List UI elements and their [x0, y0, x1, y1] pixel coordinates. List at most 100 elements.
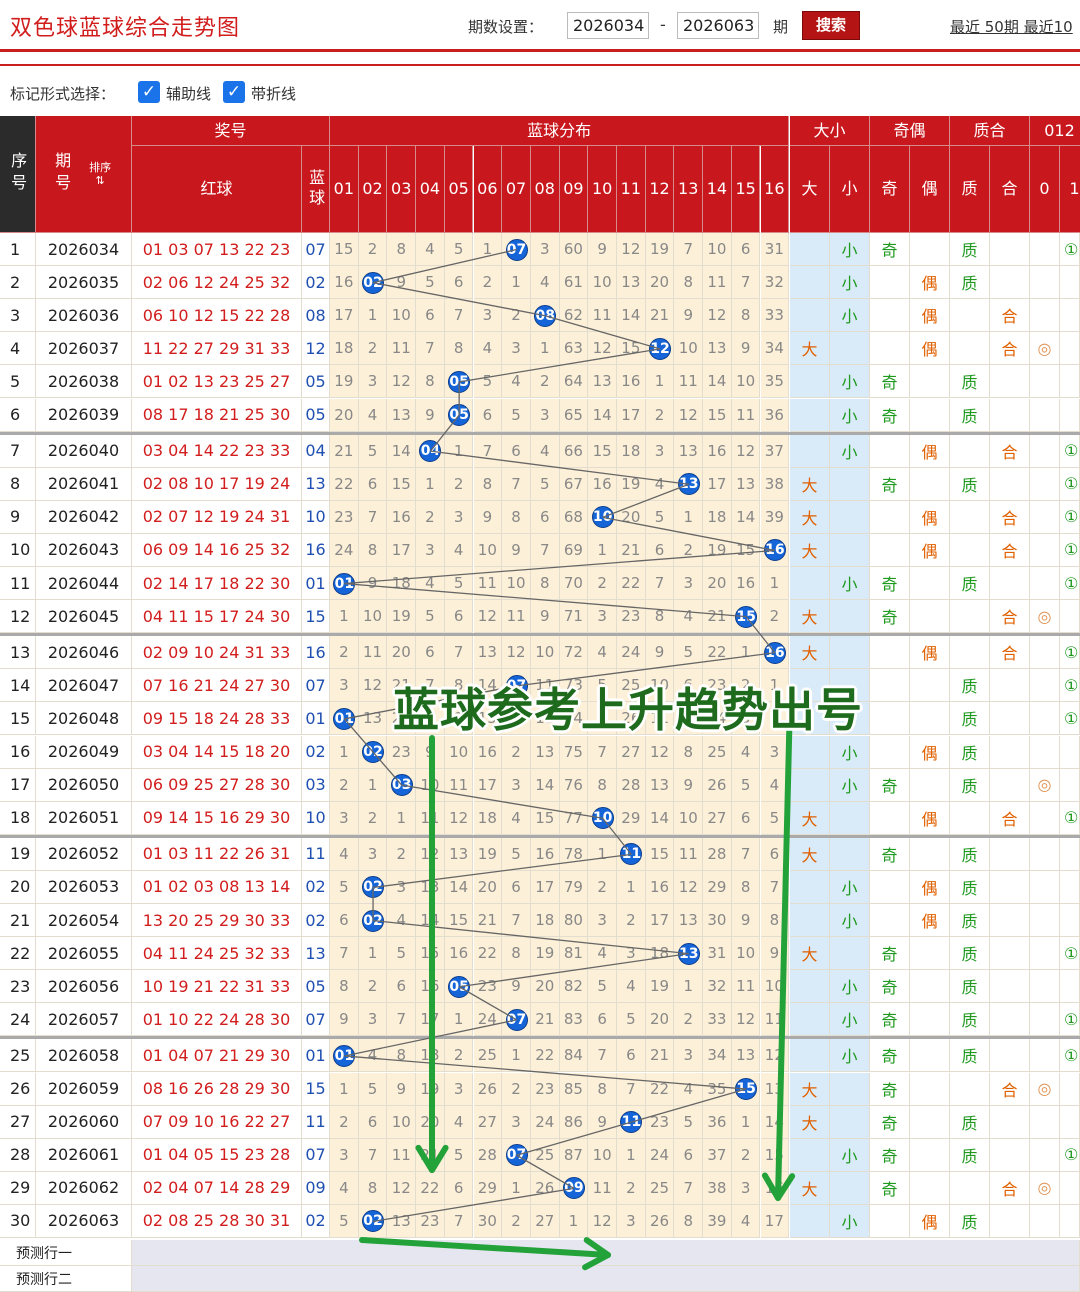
- dist-cell: 6: [444, 600, 474, 634]
- fold-line-checkbox[interactable]: ✓: [223, 81, 245, 103]
- row-blue-ball: 10: [302, 500, 330, 534]
- he-cell: [990, 904, 1030, 938]
- dist-cell: 14: [473, 669, 503, 703]
- dist-cell: 3: [674, 1039, 704, 1073]
- dist-cell: 8: [387, 1039, 417, 1073]
- dist-cell: 33: [703, 1003, 732, 1037]
- dist-cell: 3: [530, 233, 560, 267]
- dist-cell: 3: [330, 1138, 359, 1172]
- odd-cell: [870, 702, 910, 736]
- search-button[interactable]: 搜索: [802, 11, 860, 40]
- dist-cell: 3: [502, 332, 531, 366]
- dist-cell: 3: [731, 702, 761, 736]
- dist-cell: 18: [703, 500, 732, 534]
- dist-cell: 25: [703, 735, 732, 769]
- row-red-balls: 01 02 13 23 25 27: [132, 365, 302, 399]
- dist-cell: 34: [703, 1039, 732, 1073]
- dist-cell: 6: [502, 870, 531, 904]
- dist-cell: 10: [473, 533, 503, 567]
- period-from-input[interactable]: [567, 12, 649, 39]
- dist-cell: 17: [645, 904, 675, 938]
- he-cell: 合: [990, 434, 1030, 468]
- small-cell: [830, 837, 870, 871]
- he-cell: [990, 266, 1030, 300]
- even-cell: 偶: [910, 266, 950, 300]
- dist-cell: 7: [588, 1039, 617, 1073]
- period-to-input[interactable]: [677, 12, 759, 39]
- big-cell: [790, 567, 830, 601]
- odd-cell: 奇: [870, 937, 910, 971]
- zhi-cell: 质: [950, 702, 990, 736]
- dist-cell: 1: [559, 1204, 589, 1238]
- dist-cell: 10: [703, 233, 732, 267]
- dist-cell: 2: [358, 970, 388, 1004]
- row-seq: 27: [0, 1105, 36, 1139]
- blue-ball-marker: 10: [591, 506, 614, 529]
- row-red-balls: 01 03 11 22 26 31: [132, 837, 302, 871]
- dist-cell: 8: [588, 768, 617, 802]
- dist-cell: 15: [444, 904, 474, 938]
- row-blue-ball: 02: [302, 735, 330, 769]
- small-cell: 小: [830, 434, 870, 468]
- dist-cell: 1: [473, 233, 503, 267]
- row-blue-ball: 07: [302, 1003, 330, 1037]
- road0-cell: ◎: [1030, 1171, 1060, 1205]
- dist-cell: 20: [330, 398, 359, 432]
- dist-cell: 5: [330, 870, 359, 904]
- trend-line: [343, 718, 374, 753]
- dist-cell: 8: [645, 600, 675, 634]
- dist-cell: 2: [645, 398, 675, 432]
- dist-cell: 14: [703, 365, 732, 399]
- odd-cell: 奇: [870, 600, 910, 634]
- dist-cell: 25: [617, 669, 646, 703]
- road0-cell: [1030, 467, 1060, 501]
- row-blue-ball: 05: [302, 365, 330, 399]
- aux-line-checkbox[interactable]: ✓: [138, 81, 160, 103]
- row-period: 2026055: [36, 937, 132, 971]
- dist-cell: 9: [645, 636, 675, 670]
- dist-cell: 12: [674, 870, 704, 904]
- dist-cell: 2: [674, 1003, 704, 1037]
- odd-cell: 奇: [870, 1072, 910, 1106]
- dist-cell: 11: [674, 837, 704, 871]
- he-cell: [990, 669, 1030, 703]
- dist-cell: 6: [416, 636, 445, 670]
- dist-cell: 7: [387, 1003, 417, 1037]
- row-blue-ball: 02: [302, 266, 330, 300]
- big-cell: [790, 299, 830, 333]
- dist-cell: 3: [502, 1105, 531, 1139]
- he-cell: [990, 735, 1030, 769]
- dist-cell: 15: [588, 434, 617, 468]
- dist-cell: 2: [588, 567, 617, 601]
- blue-ball-marker: 02: [362, 1210, 385, 1233]
- dist-cell: 4: [358, 1039, 388, 1073]
- even-cell: [910, 365, 950, 399]
- zhi-cell: [950, 533, 990, 567]
- sort-button[interactable]: 排序 ⇅: [89, 160, 112, 187]
- dist-cell: 6: [674, 669, 704, 703]
- recent-periods-link[interactable]: 最近 50期 最近10: [950, 18, 1073, 36]
- dist-cell: 1: [387, 801, 417, 835]
- period-setting-label: 期数设置：: [468, 18, 544, 36]
- dist-cell: 29: [703, 870, 732, 904]
- dist-cell: 28: [473, 1138, 503, 1172]
- row-period: 2026036: [36, 299, 132, 333]
- dist-cell: 29: [473, 1171, 503, 1205]
- dist-cell: 16: [703, 434, 732, 468]
- dist-cell: 18: [473, 801, 503, 835]
- dist-cell: 23: [617, 600, 646, 634]
- small-cell: 小: [830, 1204, 870, 1238]
- dist-cell: 12: [703, 299, 732, 333]
- dist-cell: 8: [416, 365, 445, 399]
- zhi-cell: 质: [950, 1003, 990, 1037]
- dist-cell: 66: [559, 434, 589, 468]
- dist-cell: 38: [760, 467, 790, 501]
- dist-cell: 11: [645, 702, 675, 736]
- mark-style-label: 标记形式选择：: [10, 85, 116, 103]
- dist-cell: 13: [588, 365, 617, 399]
- row-period: 2026052: [36, 837, 132, 871]
- dist-cell: 13: [444, 837, 474, 871]
- top-bar: 双色球蓝球综合走势图 期数设置： - 期 搜索 最近 50期 最近10: [0, 0, 1080, 52]
- dist-cell: 76: [559, 768, 589, 802]
- small-cell: 小: [830, 1138, 870, 1172]
